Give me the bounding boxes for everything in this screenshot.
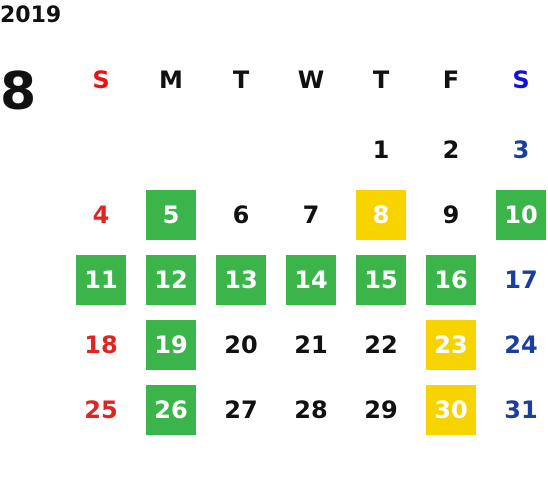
day-cell[interactable]: 3	[512, 136, 530, 164]
day-cell[interactable]: 31	[504, 396, 538, 424]
day-cell[interactable]: 1	[372, 136, 390, 164]
day-cell[interactable]: 2	[442, 136, 460, 164]
day-cell[interactable]: 11	[76, 255, 126, 305]
day-cell[interactable]: 14	[286, 255, 336, 305]
day-cell[interactable]: 8	[356, 190, 406, 240]
day-cell[interactable]: 29	[364, 396, 398, 424]
day-cell[interactable]: 7	[302, 201, 320, 229]
year-label: 2019	[0, 3, 62, 28]
day-cell[interactable]: 23	[426, 320, 476, 370]
day-cell[interactable]: 4	[92, 201, 110, 229]
day-cell[interactable]: 25	[84, 396, 118, 424]
weekday-wed: W	[297, 66, 325, 94]
day-cell[interactable]: 12	[146, 255, 196, 305]
weekday-tue: T	[232, 66, 250, 94]
day-cell[interactable]: 6	[232, 201, 250, 229]
day-cell[interactable]: 19	[146, 320, 196, 370]
day-cell[interactable]: 17	[504, 266, 538, 294]
weekday-fri: F	[442, 66, 460, 94]
month-label: 8	[0, 62, 36, 122]
day-cell[interactable]: 27	[224, 396, 258, 424]
day-cell[interactable]: 30	[426, 385, 476, 435]
day-cell[interactable]: 21	[294, 331, 328, 359]
day-cell[interactable]: 16	[426, 255, 476, 305]
day-cell[interactable]: 28	[294, 396, 328, 424]
day-cell[interactable]: 24	[504, 331, 538, 359]
weekday-sat: S	[512, 66, 530, 94]
day-cell[interactable]: 20	[224, 331, 258, 359]
day-cell[interactable]: 15	[356, 255, 406, 305]
weekday-sun: S	[92, 66, 110, 94]
day-cell[interactable]: 22	[364, 331, 398, 359]
day-cell[interactable]: 5	[146, 190, 196, 240]
day-cell[interactable]: 18	[84, 331, 118, 359]
day-cell[interactable]: 26	[146, 385, 196, 435]
day-cell[interactable]: 10	[496, 190, 546, 240]
weekday-mon: M	[159, 66, 183, 94]
weekday-thu: T	[372, 66, 390, 94]
day-cell[interactable]: 9	[442, 201, 460, 229]
day-cell[interactable]: 13	[216, 255, 266, 305]
